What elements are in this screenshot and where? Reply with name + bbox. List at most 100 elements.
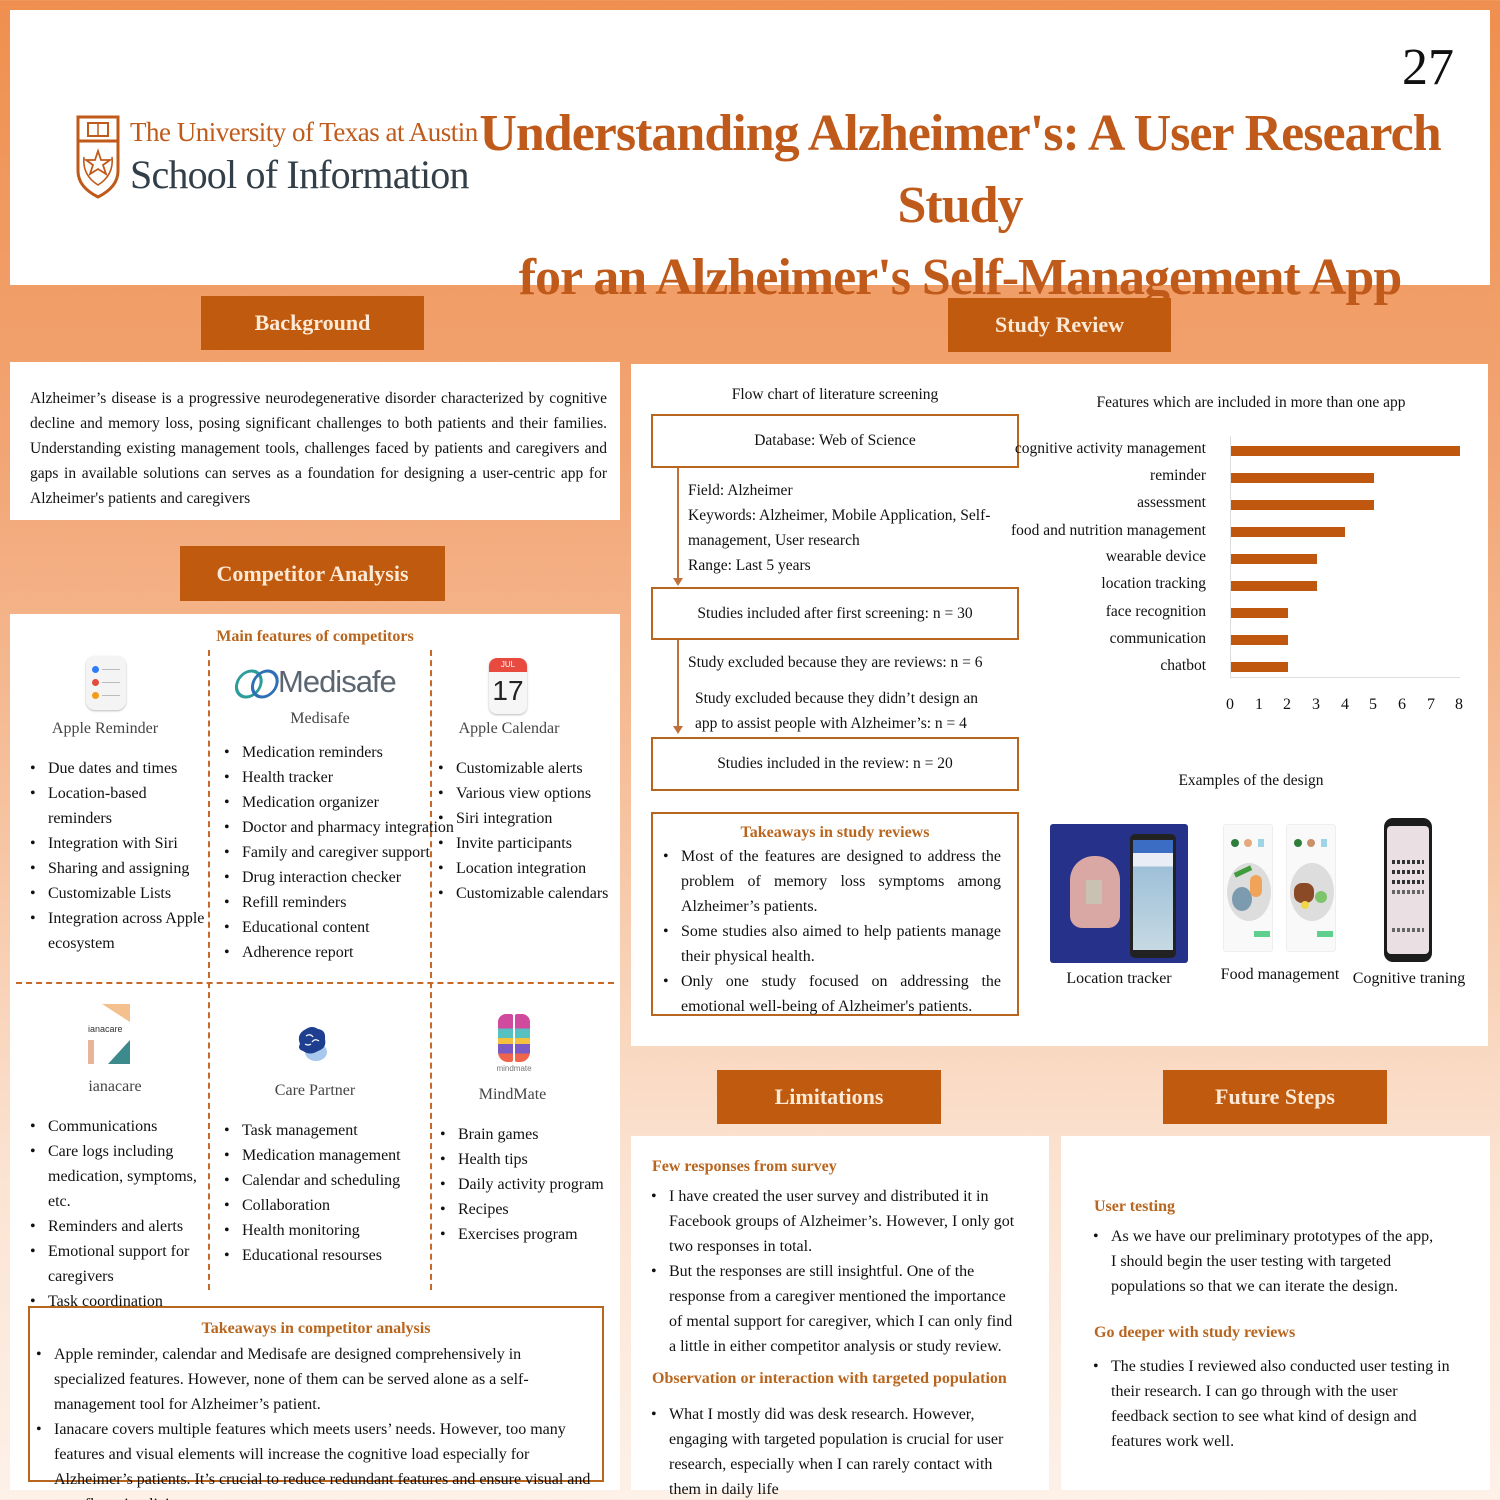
chart-category-label: location tracking: [1101, 575, 1206, 592]
divider: [208, 650, 210, 1290]
app-name-apple-reminder: Apple Reminder: [51, 720, 159, 737]
competitor-takeaways-list: Apple reminder, calendar and Medisafe ar…: [34, 1342, 592, 1500]
flow-exclusion-no-app: Study excluded because they didn’t desig…: [695, 690, 978, 732]
medisafe-pill-icon: [234, 669, 279, 699]
app-name-apple-calendar: Apple Calendar: [458, 720, 560, 737]
medisafe-logo-text: Medisafe: [278, 664, 397, 699]
reminders-icon: [86, 656, 126, 710]
list-item: Only one study focused on addressing the…: [661, 969, 1001, 1019]
list-item: Refill reminders: [222, 890, 432, 915]
apple-reminder-features: Due dates and times Location-based remin…: [28, 756, 208, 956]
bar-face-recognition: [1231, 608, 1288, 618]
mindmate-logo: mindmate: [494, 1014, 534, 1076]
background-panel: Alzheimer’s disease is a progressive neu…: [10, 362, 620, 520]
x-tick: 8: [1455, 696, 1463, 713]
list-item: Location-based reminders: [28, 781, 208, 831]
poster-title: Understanding Alzheimer's: A User Resear…: [450, 98, 1470, 314]
care-partner-features: Task management Medication management Ca…: [222, 1118, 422, 1268]
x-tick: 1: [1255, 696, 1263, 713]
list-item: Most of the features are designed to add…: [661, 844, 1001, 919]
chart-category-label: chatbot: [1160, 657, 1206, 674]
chart-category-label: food and nutrition management: [1011, 522, 1206, 539]
list-item: Emotional support for caregivers: [28, 1239, 210, 1289]
list-item: Calendar and scheduling: [222, 1168, 422, 1193]
x-tick: 5: [1369, 696, 1377, 713]
ianacare-logo-text: ianacare: [88, 1024, 123, 1034]
calendar-day: 17: [492, 675, 524, 706]
list-item: Sharing and assigning: [28, 856, 208, 881]
list-item: Educational resourses: [222, 1243, 422, 1268]
arrow-down-icon: [673, 578, 683, 586]
list-item: Customizable alerts: [436, 756, 616, 781]
list-item: Health monitoring: [222, 1218, 422, 1243]
bar-wearable-device: [1231, 554, 1317, 564]
criteria-field: Field: Alzheimer: [688, 482, 793, 499]
chart-category-label: communication: [1109, 630, 1206, 647]
future-heading-study-reviews: Go deeper with study reviews: [1094, 1324, 1296, 1341]
competitor-takeaways-title: Takeaways in competitor analysis: [201, 1320, 431, 1337]
x-tick: 6: [1398, 696, 1406, 713]
food-management-screen-2: [1286, 824, 1336, 952]
list-item: I have created the user survey and distr…: [649, 1184, 1019, 1259]
limitations-heading-survey: Few responses from survey: [652, 1158, 837, 1175]
limitations-observation-list: What I mostly did was desk research. How…: [649, 1402, 1019, 1500]
app-name-medisafe: Medisafe: [290, 710, 350, 727]
list-item: But the responses are still insightful. …: [649, 1259, 1019, 1359]
list-item: Drug interaction checker: [222, 865, 432, 890]
future-heading-user-testing: User testing: [1094, 1198, 1176, 1215]
x-tick: 4: [1341, 696, 1349, 713]
list-item: Some studies also aimed to help patients…: [661, 919, 1001, 969]
arrow-down-icon: [673, 726, 683, 734]
cognitive-training-phone: [1384, 818, 1432, 962]
list-item: The studies I reviewed also conducted us…: [1091, 1354, 1451, 1454]
list-item: Customizable Lists: [28, 881, 208, 906]
bar-chatbot: [1231, 662, 1288, 672]
chart-category-label: reminder: [1150, 467, 1206, 484]
chart-title: Features which are included in more than…: [1096, 394, 1406, 411]
limitations-survey-list: I have created the user survey and distr…: [649, 1184, 1019, 1359]
calendar-icon: JUL 17: [489, 658, 527, 714]
bar-location-tracking: [1231, 581, 1317, 591]
food-management-screen-1: [1223, 824, 1273, 952]
example-caption-food-management: Food management: [1220, 966, 1340, 983]
limitations-section-title: Limitations: [717, 1070, 941, 1124]
background-text: Alzheimer’s disease is a progressive neu…: [30, 390, 607, 507]
flow-chart-title: Flow chart of literature screening: [731, 386, 939, 403]
list-item: Task management: [222, 1118, 422, 1143]
list-item: Collaboration: [222, 1193, 422, 1218]
list-item: Invite participants: [436, 831, 616, 856]
competitor-takeaways-box: Takeaways in competitor analysis Apple r…: [28, 1306, 604, 1500]
competitor-panel: Main features of competitors Apple Remin…: [10, 614, 620, 1500]
list-item: Health tips: [438, 1147, 618, 1172]
brain-logo: [298, 1027, 327, 1061]
app-name-ianacare: ianacare: [88, 1078, 142, 1095]
list-item: Task coordination: [28, 1289, 210, 1314]
chart-category-label: face recognition: [1105, 603, 1206, 620]
study-review-panel: Flow chart of literature screening Datab…: [631, 364, 1488, 1046]
ianacare-logo: ianacare: [88, 1004, 130, 1064]
limitations-heading-observation: Observation or interaction with targeted…: [652, 1370, 1007, 1387]
competitor-subtitle: Main features of competitors: [216, 628, 414, 645]
chart-axis: [1230, 436, 1231, 678]
list-item: Integration with Siri: [28, 831, 208, 856]
criteria-keywords: Keywords: Alzheimer, Mobile Application,…: [688, 507, 991, 549]
mindmate-features: Brain games Health tips Daily activity p…: [438, 1122, 618, 1247]
x-tick: 2: [1283, 696, 1291, 713]
medisafe-features: Medication reminders Health tracker Medi…: [222, 740, 454, 965]
chart-category-label: wearable device: [1105, 548, 1206, 565]
title-line-2: for an Alzheimer's Self-Management App: [518, 249, 1403, 306]
limitations-panel: Few responses from survey I have created…: [631, 1136, 1049, 1498]
list-item: Care logs including medication, symptoms…: [28, 1139, 210, 1214]
future-study-reviews-list: The studies I reviewed also conducted us…: [1091, 1354, 1451, 1454]
list-item: Various view options: [436, 781, 616, 806]
divider: [16, 982, 614, 984]
app-name-mindmate: MindMate: [478, 1086, 547, 1103]
list-item: Educational content: [222, 915, 432, 940]
example-caption-location-tracker: Location tracker: [1066, 970, 1172, 987]
chart-axis: [1230, 677, 1460, 678]
list-item: Reminders and alerts: [28, 1214, 210, 1239]
bar-communication: [1231, 635, 1288, 645]
bar-assessment: [1231, 500, 1374, 510]
university-name: The University of Texas at Austin: [130, 117, 478, 147]
app-name-care-partner: Care Partner: [274, 1082, 356, 1099]
